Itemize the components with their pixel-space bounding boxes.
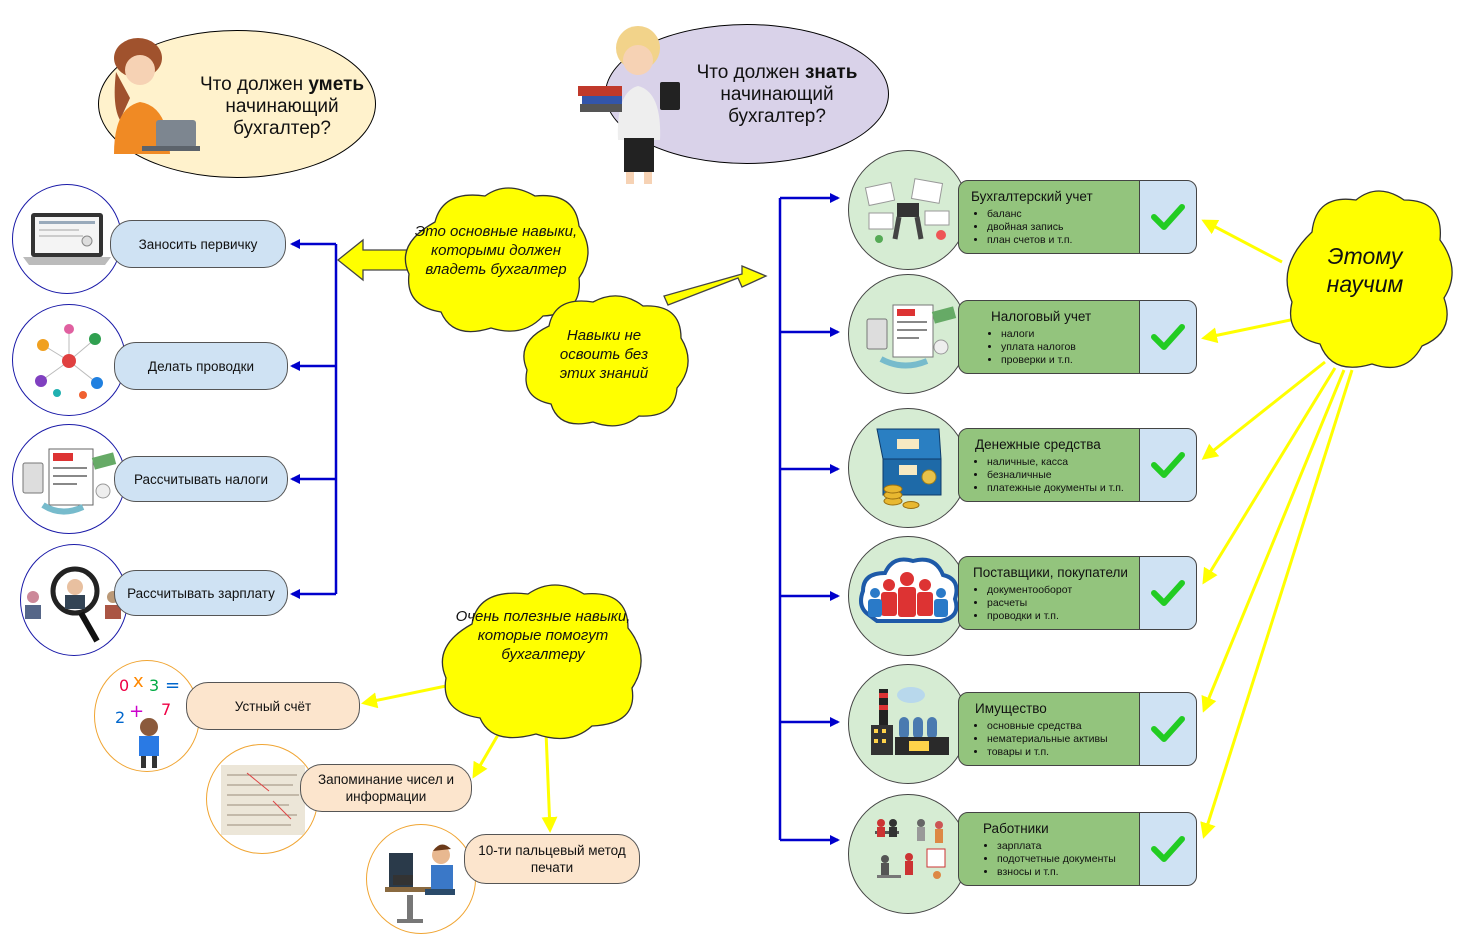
checkmark-icon: [1151, 324, 1185, 350]
topic-3-bullets: наличные, касса безналичные платежные до…: [971, 456, 1131, 495]
checkmark-icon: [1151, 716, 1185, 742]
topic-6-bullets: зарплата подотчетные документы взносы и …: [971, 840, 1131, 879]
teach-arrows: [1200, 219, 1354, 839]
topic-card-1: Бухгалтерский учет баланс двойная запись…: [958, 180, 1140, 254]
topic-check-3: [1139, 428, 1197, 502]
topic-5-bullets: основные средства нематериальные активы …: [971, 720, 1131, 759]
topic-card-5: Имущество основные средства нематериальн…: [958, 692, 1140, 766]
laptop-icon: [23, 213, 111, 265]
cloud-teach-text: Этому научим: [1326, 243, 1404, 297]
factory-icon: [871, 687, 949, 755]
block-arrow-right: [663, 265, 768, 306]
topic-check-2: [1139, 300, 1197, 374]
topic-circle-6: [848, 794, 968, 914]
topic-card-6: Работники зарплата подотчетные документы…: [958, 812, 1140, 886]
topic-2-bullets: налоги уплата налогов проверки и т.п.: [971, 328, 1131, 367]
topic-check-6: [1139, 812, 1197, 886]
math-kid-icon: 0 x 3 = 2 + 7: [115, 671, 180, 768]
right-blue-bracket: [778, 193, 840, 845]
office-workers-icon: [875, 819, 946, 879]
people-cloud-icon: [859, 557, 959, 623]
topic-card-2: Налоговый учет налоги уплата налогов про…: [958, 300, 1140, 374]
topic-circle-2: [848, 274, 968, 394]
skill-circle-3: [12, 424, 126, 534]
cloud-useful-text: Очень полезные навыки, которые помогут б…: [455, 608, 631, 663]
topic-card-3: Денежные средства наличные, касса безнал…: [958, 428, 1140, 502]
svg-text:+: +: [129, 701, 144, 722]
typing-person-icon: [385, 844, 455, 923]
checkmark-icon: [1151, 452, 1185, 478]
svg-text:=: =: [165, 675, 180, 696]
cloud-teach: [1286, 190, 1453, 368]
topic-check-1: [1139, 180, 1197, 254]
header-right-text: Что должен знать начинающий бухгалтер?: [696, 62, 858, 127]
svg-text:2: 2: [115, 708, 125, 727]
skill-circle-4: [20, 544, 128, 656]
checkmark-icon: [1151, 204, 1185, 230]
svg-text:0: 0: [119, 676, 129, 695]
skill-pill-2: Делать проводки: [114, 342, 288, 390]
cloud-useful: [441, 584, 642, 740]
skill-pill-4: Рассчитывать зарплату: [114, 570, 288, 616]
cloud-need-knowledge-text: Навыки не освоить без этих знаний: [559, 327, 649, 382]
svg-text:7: 7: [161, 700, 171, 719]
tax-calculator-icon: [866, 304, 957, 369]
topic-circle-3: [848, 408, 968, 528]
topic-circle-5: [848, 664, 968, 784]
cloud-main-skills-text: Это основные навыки, которыми должен вла…: [414, 223, 578, 278]
useful-circle-3: [366, 824, 476, 934]
cloud-need-knowledge: [523, 295, 689, 427]
checkmark-icon: [1151, 580, 1185, 606]
useful-pill-2: Запоминание чисел и информации: [300, 764, 472, 812]
woman-laptop-icon: [114, 38, 200, 154]
topic-1-bullets: баланс двойная запись план счетов и т.п.: [971, 208, 1131, 247]
useful-circle-2: [206, 744, 318, 854]
checkmark-icon: [1151, 836, 1185, 862]
money-safe-icon: [876, 428, 942, 509]
topic-check-4: [1139, 556, 1197, 630]
topic-card-4: Поставщики, покупатели документооборот р…: [958, 556, 1140, 630]
left-blue-bracket: [290, 239, 338, 599]
skill-pill-1: Заносить первичку: [110, 220, 286, 268]
network-icon: [35, 324, 103, 399]
topic-4-bullets: документооборот расчеты проводки и т.п.: [971, 584, 1131, 623]
documents-desk-icon: [864, 178, 950, 243]
skill-circle-2: [12, 304, 126, 416]
svg-text:x: x: [133, 671, 144, 692]
header-left-text: Что должен уметь начинающий бухгалтер?: [199, 74, 365, 139]
svg-text:3: 3: [149, 676, 159, 695]
useful-pill-1: Устный счёт: [186, 682, 360, 730]
skill-circle-1: [12, 184, 122, 294]
useful-pill-3: 10-ти пальцевый метод печати: [464, 834, 640, 884]
woman-books-tablet-icon: [578, 26, 680, 184]
useful-arrows: [361, 684, 558, 833]
skill-pill-3: Рассчитывать налоги: [114, 456, 288, 502]
tax-form-icon: [22, 448, 117, 515]
useful-circle-1: 0 x 3 = 2 + 7: [94, 660, 200, 772]
topic-circle-4: [848, 536, 968, 656]
topic-circle-1: [848, 150, 968, 270]
magnifier-people-icon: [25, 566, 121, 643]
notes-board-icon: [221, 765, 305, 835]
topic-check-5: [1139, 692, 1197, 766]
